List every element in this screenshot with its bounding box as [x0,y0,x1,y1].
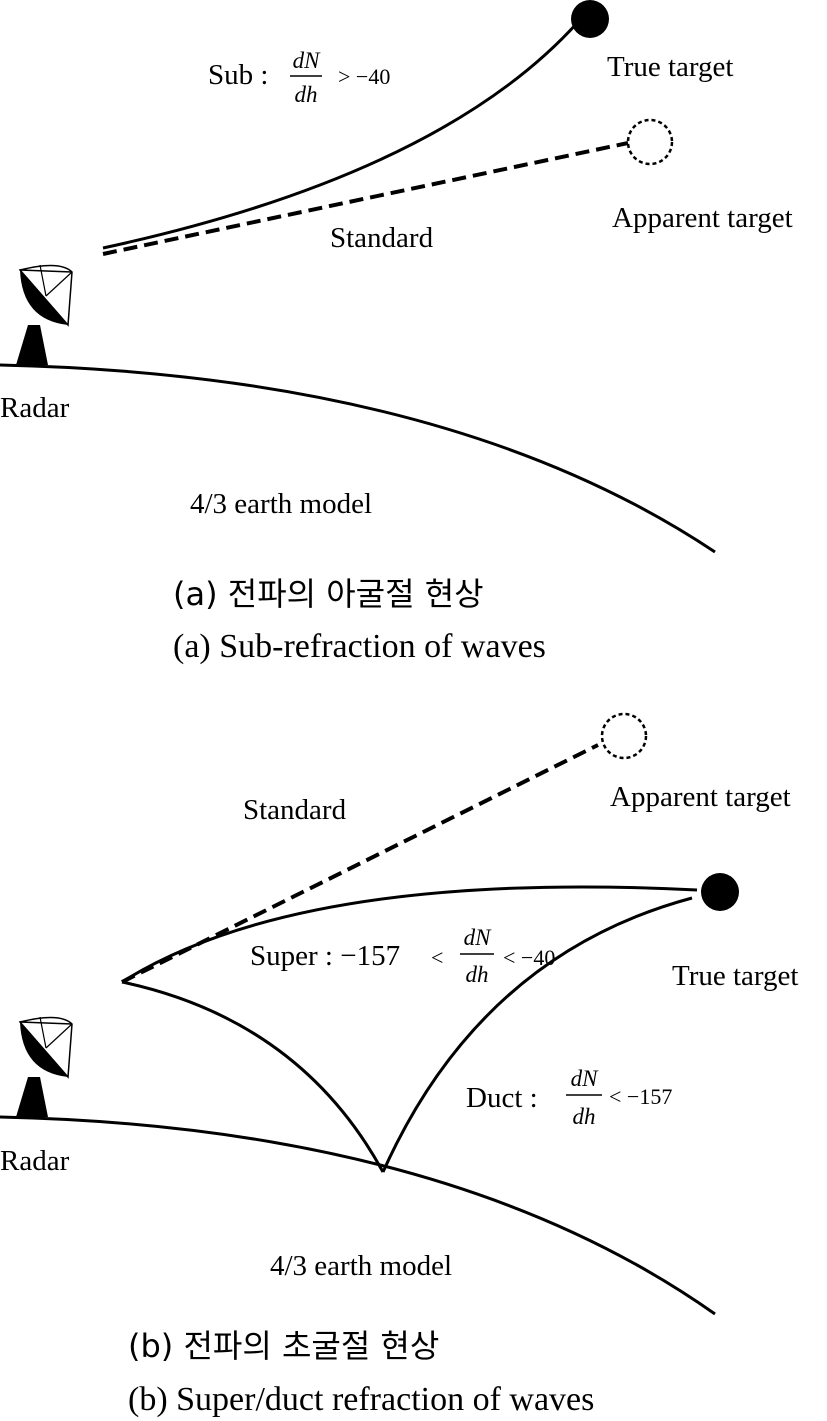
sub-label: Sub : [208,59,268,91]
duct-ray [121,980,385,1173]
duct-relation: < −157 [609,1084,672,1109]
apparent-target-b [600,712,648,760]
radar-icon [16,264,73,365]
apparent-target-label-b: Apparent target [610,781,791,813]
sub-frac-den: dh [295,82,318,107]
apparent-target-label-a: Apparent target [612,202,793,234]
super-refraction-ray [121,885,698,984]
panel-b: Standard Apparent target Super : −157 < … [0,712,798,1418]
super-lt: < [431,945,443,970]
duct-label: Duct : [466,1082,538,1114]
caption-english-b: (b) Super/duct refraction of waves [128,1381,594,1418]
super-frac-den: dh [466,962,489,987]
earth-model-label-b: 4/3 earth model [270,1250,452,1282]
standard-label-b: Standard [243,794,347,826]
panel-a: Sub : dN dh > −40 True target Apparent t… [0,0,793,665]
apparent-target-a [626,118,674,166]
super-relation: < −40 [503,945,555,970]
duct-frac-den: dh [573,1104,596,1129]
true-target-b [701,873,739,911]
true-target-label-b: True target [672,960,798,992]
duct-frac-num: dN [571,1066,600,1091]
earth-model-label-a: 4/3 earth model [190,488,372,520]
earth-surface-b [0,1115,716,1316]
earth-surface-a [0,363,716,554]
caption-korean-a: (a) 전파의 아굴절 현상 [173,575,484,613]
caption-korean-b: (b) 전파의 초굴절 현상 [128,1327,439,1365]
standard-label-a: Standard [330,222,434,254]
radar-icon [16,1016,73,1117]
duct-reflected-ray [381,896,693,1173]
standard-ray-a [102,141,629,256]
radar-label-b: Radar [0,1145,70,1177]
sub-refraction-ray [102,20,580,250]
caption-english-a: (a) Sub-refraction of waves [173,628,546,665]
radar-label-a: Radar [0,392,70,424]
sub-frac-num: dN [293,48,322,73]
super-label: Super : −157 [250,940,400,972]
true-target-label-a: True target [607,51,733,83]
sub-relation: > −40 [338,64,390,89]
super-frac-num: dN [464,925,493,950]
true-target-a [571,0,609,38]
